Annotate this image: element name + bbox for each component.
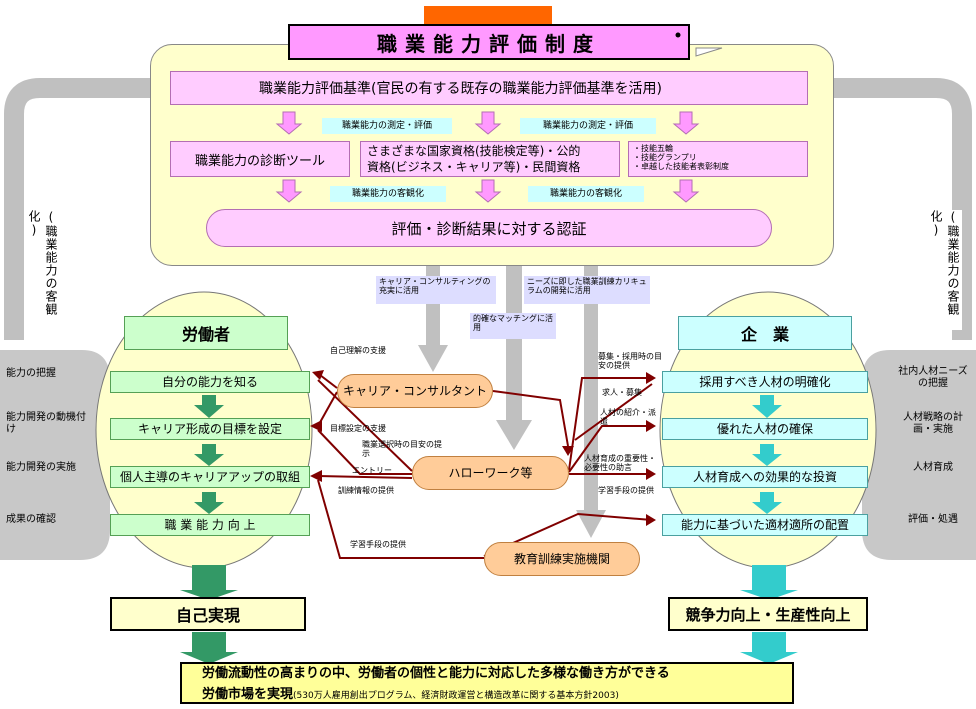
worker-step-3: 個人主導のキャリアアップの取組: [110, 466, 310, 488]
final-line-2-note: (530万人雇用創出プログラム、経済財政運営と構造改革に関する基本方針2003): [293, 690, 619, 701]
company-step-4: 能力に基づいた適材適所の配置: [662, 514, 868, 536]
worker-step-2: キャリア形成の目標を設定: [110, 418, 310, 440]
right-objectify-vertical: (職業能力の客観化): [928, 210, 962, 330]
system-title: 職業能力評価制度: [288, 24, 690, 60]
note-career-consulting: キャリア・コンサルティングの充実に活用: [376, 276, 496, 304]
objectify-label-2: 職業能力の客観化: [528, 186, 644, 202]
link-training-info: 訓練情報の提供: [338, 486, 394, 495]
evaluation-standard: 職業能力評価基準(官民の有する既存の職業能力評価基準を活用): [170, 71, 808, 105]
link-job-selection: 職業選択時の目安の提示: [362, 440, 442, 459]
company-side-1: 社内人材ニーズの把握: [898, 366, 968, 389]
qualifications: さまざまな国家資格(技能検定等)・公的 資格(ビジネス・キャリア等)・民間資格: [360, 141, 620, 177]
final-line-2-main: 労働市場を実現: [202, 686, 294, 702]
worker-side-2: 能力開発の動機付け: [6, 412, 86, 435]
objectify-label-1: 職業能力の客観化: [330, 186, 446, 202]
left-objectify-vertical: (職業能力の客観化): [26, 210, 60, 330]
link-learning-worker: 学習手段の提供: [350, 540, 406, 549]
company-header: 企 業: [678, 316, 852, 350]
note-matching: 的確なマッチングに活用: [470, 313, 556, 339]
company-side-2: 人材戦略の計画・実施: [903, 412, 963, 435]
career-consultant-node: キャリア・コンサルタント: [337, 374, 493, 408]
link-job-offer: 求人・募集: [602, 388, 642, 397]
worker-side-4: 成果の確認: [6, 514, 56, 525]
worker-step-1: 自分の能力を知る: [110, 371, 310, 393]
result-worker: 自己実現: [110, 597, 306, 631]
award-item: ・卓越した技能者表彰制度: [633, 162, 729, 172]
final-line-1: 労働流動性の高まりの中、労働者の個性と能力に対応した多様な働き方ができる: [202, 666, 670, 681]
skill-awards: ・技能五輪 ・技能グランプリ ・卓越した技能者表彰制度: [628, 141, 808, 177]
link-necessity: 人材育成の重要性・必要性の助言: [584, 454, 656, 473]
worker-side-3: 能力開発の実施: [6, 462, 76, 473]
qualifications-line-2: 資格(ビジネス・キャリア等)・民間資格: [367, 159, 581, 174]
company-step-3: 人材育成への効果的な投資: [662, 466, 868, 488]
measure-label-1: 職業能力の測定・評価: [322, 118, 452, 134]
award-item: ・技能五輪: [633, 144, 673, 153]
diagnostic-tool: 職業能力の診断ツール: [170, 141, 350, 177]
award-item: ・技能グランプリ: [633, 153, 697, 163]
qualifications-line-1: さまざまな国家資格(技能検定等)・公的: [367, 144, 581, 158]
link-entry: エントリー: [352, 466, 392, 475]
final-goal: 労働流動性の高まりの中、労働者の個性と能力に対応した多様な働き方ができる 労働市…: [180, 662, 794, 704]
link-recruit-guide: 募集・採用時の目安の提供: [598, 352, 662, 371]
result-company: 競争力向上・生産性向上: [668, 597, 868, 631]
worker-header: 労働者: [124, 316, 288, 350]
note-training-curriculum: ニーズに即した職業訓練カリキュラムの開発に活用: [524, 276, 650, 304]
company-step-2: 優れた人材の確保: [662, 418, 868, 440]
measure-label-2: 職業能力の測定・評価: [520, 118, 656, 134]
hello-work-node: ハローワーク等: [412, 456, 569, 490]
link-learning-company: 学習手段の提供: [598, 486, 654, 495]
worker-side-1: 能力の把握: [6, 368, 56, 379]
training-institution-node: 教育訓練実施機関: [484, 542, 640, 576]
company-side-4: 評価・処遇: [908, 514, 958, 525]
worker-step-4: 職 業 能 力 向 上: [110, 514, 310, 536]
company-side-3: 人材育成: [913, 462, 953, 473]
link-self-understanding: 自己理解の支援: [330, 346, 386, 355]
link-introduction: 人材の紹介・派遣: [600, 408, 656, 427]
company-step-1: 採用すべき人材の明確化: [662, 371, 868, 393]
link-goal-support: 目標設定の支援: [330, 424, 386, 433]
certification: 評価・診断結果に対する認証: [206, 209, 772, 247]
